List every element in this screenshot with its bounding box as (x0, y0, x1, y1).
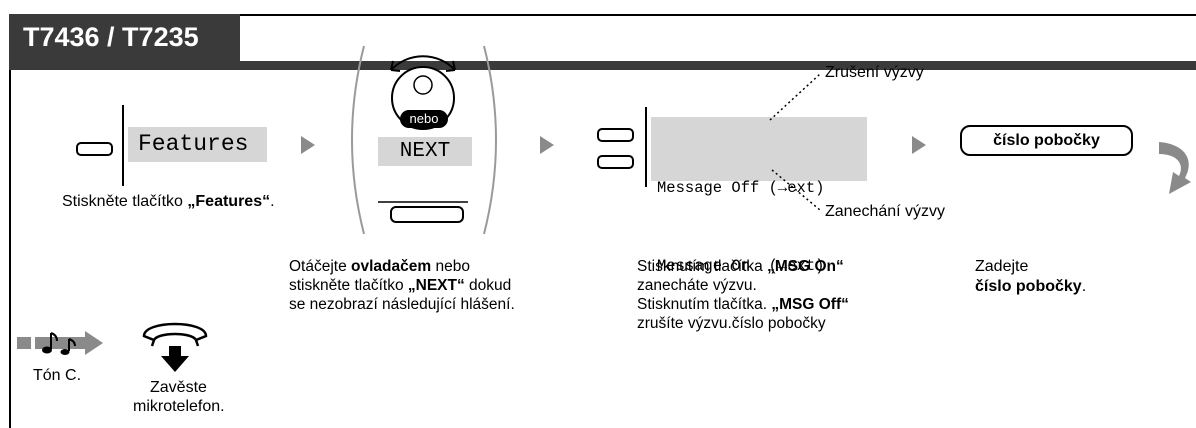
step2-bold-a: ovladačem (351, 258, 432, 275)
step3-text-a: Stisknutím tlačítka (637, 258, 768, 275)
step2-caption: Otáčejte ovladačem nebo stiskněte tlačít… (289, 257, 515, 314)
step3-text-b: Stisknutím tlačítka. (637, 296, 772, 313)
step2-caption-line2: stiskněte tlačítko „NEXT“ dokud (289, 276, 515, 295)
music-note-icon (17, 331, 103, 355)
arrow-right-icon (540, 136, 554, 154)
step3-bold-b: „MSG Off“ (771, 296, 849, 313)
callout-cancel: Zrušení výzvy (825, 64, 924, 81)
hangup-label-line1: Zavěste (150, 379, 207, 396)
step4-text: . (1081, 278, 1087, 295)
lcd-next: NEXT (378, 137, 472, 166)
arrow-right-icon (912, 136, 926, 154)
step2-caption-line1: Otáčejte ovladačem nebo (289, 257, 515, 276)
lcd-line-message-on: Message On (→ext) (657, 257, 825, 275)
tone-label: Tón C. (33, 367, 82, 384)
hangup-label-line2: mikrotelefon. (133, 398, 225, 415)
step4-caption-line1: Zadejte (975, 258, 1029, 275)
bracket-right (483, 45, 497, 235)
lcd-message: Message Off (→ext) Message On (→ext) (651, 117, 867, 275)
callout-leave: Zanechání výzvy (825, 203, 946, 220)
step3-caption-line1: Stisknutím tlačítka „MSG On“ (637, 257, 849, 276)
step3-caption-line3: Stisknutím tlačítka. „MSG Off“ (637, 295, 849, 314)
bracket-left (351, 45, 365, 235)
model-title: T7436 / T7235 (23, 22, 199, 52)
step1-caption-text: Stiskněte tlačítko (62, 193, 188, 210)
step1-caption-end: . (270, 193, 275, 210)
model-header: T7436 / T7235 (9, 14, 240, 61)
step3-caption-line4: zrušíte výzvu.číslo pobočky (637, 315, 826, 332)
step1-caption: Stiskněte tlačítko „Features“. (62, 192, 275, 212)
msg-off-button-icon[interactable] (597, 128, 634, 142)
step2-text-c: stiskněte tlačítko (289, 277, 408, 294)
callout-lines (769, 73, 821, 211)
step3-caption-line2: zanecháte výzvu. (637, 277, 757, 294)
lcd-features: Features (128, 127, 267, 162)
step1-caption-bold: „Features“ (187, 193, 271, 210)
step2-caption-line3: se nezobrazí následující hlášení. (289, 296, 515, 313)
step3-caption: Stisknutím tlačítka „MSG On“ zanecháte v… (637, 257, 849, 333)
or-badge: nebo (400, 110, 448, 128)
next-button-icon[interactable] (390, 206, 464, 223)
msg-on-button-icon[interactable] (597, 155, 634, 169)
divider-line (122, 105, 124, 186)
step4-bold: číslo pobočky (975, 278, 1082, 295)
extension-number-key[interactable]: číslo pobočky (960, 125, 1133, 156)
step4-caption: Zadejte číslo pobočky. (975, 257, 1086, 297)
header-bar (9, 61, 1196, 70)
step4-caption-line2: číslo pobočky. (975, 277, 1086, 297)
divider-line (645, 107, 647, 187)
lcd-line-message-off: Message Off (→ext) (657, 179, 825, 197)
step2-text-a: Otáčejte (289, 258, 352, 275)
handset-hangup-icon (142, 322, 208, 372)
step3-bold-a: „MSG On“ (767, 258, 844, 275)
continue-arrow-icon (1159, 142, 1191, 194)
arrow-right-icon (301, 136, 315, 154)
step2-bold-b: „NEXT“ (407, 277, 465, 294)
step2-text-b: nebo (431, 258, 470, 275)
step2-text-d: dokud (464, 277, 512, 294)
feature-button-icon[interactable] (76, 142, 113, 156)
diagram-frame (9, 14, 1196, 428)
